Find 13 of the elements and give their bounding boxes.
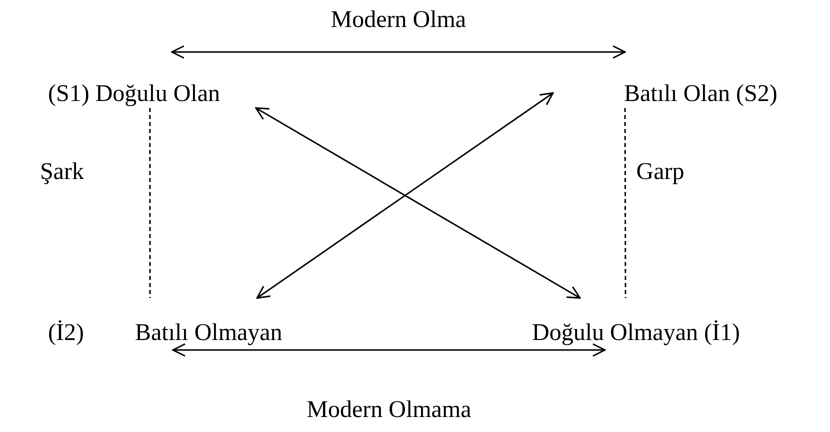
double-arrow	[172, 343, 606, 357]
term-label: (S1) Doğulu Olan	[48, 81, 220, 107]
edge-label: Garp	[636, 159, 684, 185]
term-label: Batılı Olmayan	[135, 320, 282, 346]
dashed-line	[624, 108, 626, 298]
term-label: Doğulu Olmayan (İ1)	[532, 320, 740, 346]
term-label: Batılı Olan (S2)	[624, 81, 778, 107]
edge-label: Modern Olma	[330, 7, 466, 33]
edge-label: Modern Olmama	[306, 397, 472, 423]
dashed-line	[149, 108, 151, 298]
double-arrow	[171, 45, 626, 59]
term-index: (İ2)	[48, 320, 84, 346]
edge-label: Şark	[40, 159, 84, 185]
